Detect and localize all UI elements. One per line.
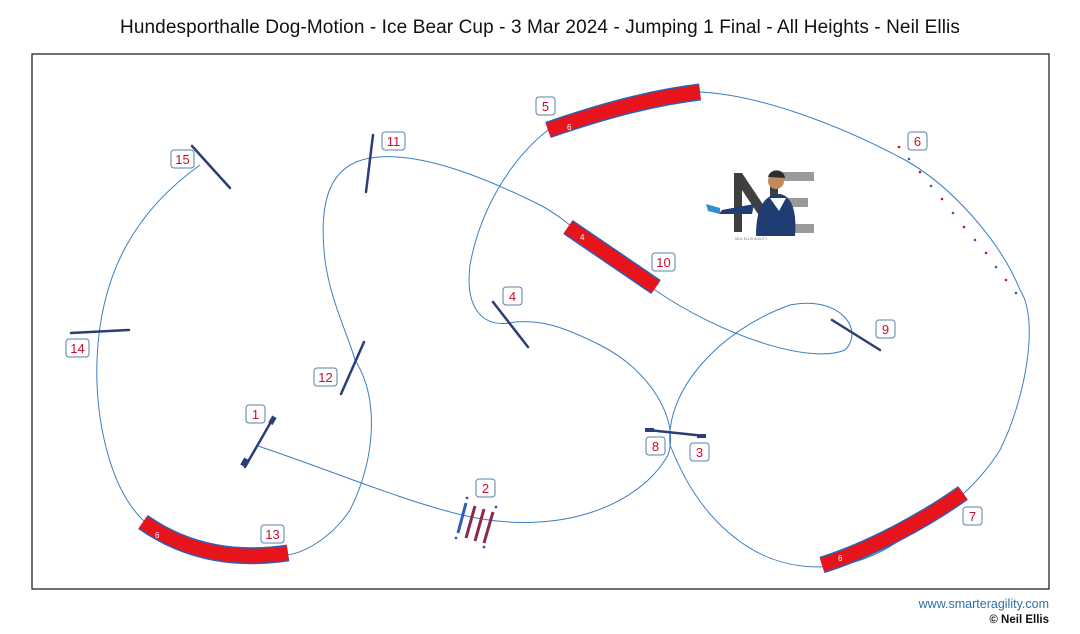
svg-text:5: 5 — [542, 99, 549, 114]
svg-text:NEIL ELLIS AGILITY: NEIL ELLIS AGILITY — [735, 237, 768, 241]
svg-text:10: 10 — [656, 255, 670, 270]
svg-text:13: 13 — [265, 527, 279, 542]
tunnel-7-label: 6 — [838, 554, 843, 563]
jump-1 — [243, 418, 274, 469]
tunnel-7: 6 — [819, 486, 968, 574]
jump-15 — [190, 144, 232, 190]
label-14: 14 — [65, 338, 90, 358]
svg-text:15: 15 — [175, 152, 189, 167]
tunnel-13: 6 — [138, 514, 290, 565]
arena-frame — [31, 53, 1050, 590]
svg-text:6: 6 — [914, 134, 921, 149]
label-8: 8 — [645, 436, 666, 456]
dog-path — [257, 91, 1030, 568]
label-4: 4 — [502, 286, 523, 306]
label-15: 15 — [170, 149, 195, 169]
svg-text:8: 8 — [652, 439, 659, 454]
label-13: 13 — [260, 524, 285, 544]
svg-text:9: 9 — [882, 322, 889, 337]
course-title: Hundesporthalle Dog-Motion - Ice Bear Cu… — [120, 17, 960, 38]
label-12: 12 — [313, 367, 338, 387]
tunnel-10: 4 — [563, 219, 661, 295]
jump-4 — [491, 300, 530, 349]
label-10: 10 — [651, 252, 676, 272]
jump-6 — [897, 145, 1018, 295]
svg-text:2: 2 — [482, 481, 489, 496]
svg-text:11: 11 — [387, 134, 401, 149]
jump-12 — [339, 340, 366, 396]
jump-3-8 — [646, 428, 707, 438]
tunnel-5-label: 6 — [567, 123, 572, 132]
author-credit: © Neil Ellis — [989, 614, 1049, 626]
svg-text:1: 1 — [252, 407, 259, 422]
tunnel-10-label: 4 — [580, 233, 585, 242]
tunnel-13-label: 6 — [155, 531, 160, 540]
label-3: 3 — [689, 442, 710, 462]
label-1: 1 — [245, 404, 266, 424]
label-5: 5 — [535, 96, 556, 116]
svg-text:4: 4 — [509, 289, 516, 304]
label-11: 11 — [381, 131, 406, 151]
website-credit[interactable]: www.smarteragility.com — [918, 597, 1049, 611]
tunnel-5: 6 — [545, 83, 702, 139]
jump-2 — [454, 496, 498, 549]
jump-14 — [69, 328, 131, 335]
label-6: 6 — [907, 131, 928, 151]
jump-11 — [364, 133, 375, 194]
svg-text:3: 3 — [696, 445, 703, 460]
label-7: 7 — [962, 506, 983, 526]
label-2: 2 — [475, 478, 496, 498]
svg-text:12: 12 — [318, 370, 332, 385]
neil-ellis-logo: NEIL ELLIS AGILITY — [706, 170, 814, 241]
jump-9 — [830, 318, 882, 352]
svg-text:14: 14 — [70, 341, 84, 356]
dog-path-lead-out — [96, 164, 201, 523]
label-9: 9 — [875, 319, 896, 339]
svg-text:7: 7 — [969, 509, 976, 524]
